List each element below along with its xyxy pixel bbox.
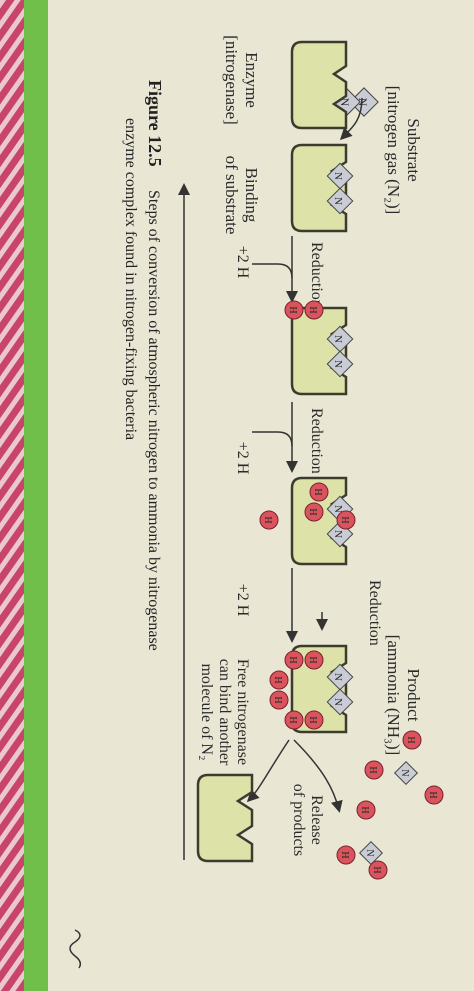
h-atom: H	[307, 656, 318, 663]
h-atom: H	[287, 656, 298, 663]
h-atom: H	[359, 806, 370, 813]
n-atom: N	[332, 505, 344, 513]
h-atom: H	[312, 488, 323, 495]
release-label-2: of products	[290, 784, 307, 856]
plus-2h-label-2: +2 H	[234, 442, 251, 475]
product-title: Product	[404, 669, 423, 722]
binding-arrow	[339, 97, 363, 141]
binding-label-2: of substrate	[222, 156, 241, 235]
n-atom: N	[332, 530, 344, 538]
cloth-background	[0, 0, 28, 991]
page	[48, 0, 474, 991]
h-atom: H	[307, 716, 318, 723]
h-atom: H	[307, 508, 318, 515]
substrate-title: Substrate	[404, 118, 423, 181]
h-atom: H	[287, 716, 298, 723]
h-atom: H	[405, 736, 416, 743]
n-atom: N	[332, 335, 344, 343]
plus-2h-arrow-2	[252, 431, 293, 447]
nh3-product-molecule: N H H H	[364, 730, 444, 805]
figure-number: Figure 12.5	[145, 80, 165, 167]
h-atom: H	[262, 516, 273, 523]
free-nitrogenase-1: Free nitrogenase	[234, 659, 251, 765]
n-atom: N	[364, 849, 375, 856]
h-atom: H	[367, 766, 378, 773]
h-atom: H	[339, 516, 350, 523]
reduction-label-1: Reduction	[308, 242, 325, 308]
enzyme-free-left	[290, 40, 348, 130]
plus-2h-label-3: +2 H	[234, 584, 251, 617]
enzyme-label-2: [nitrogenase]	[222, 35, 241, 125]
n-atom: N	[332, 698, 344, 706]
enzyme-bound: N N	[290, 143, 354, 233]
h-atom: H	[272, 696, 283, 703]
product-name: [ammonia (NH₃)]	[384, 635, 403, 756]
substrate-name: [nitrogen gas (N₂)]	[384, 86, 403, 215]
h-atom: H	[307, 306, 318, 313]
caption-line-2: enzyme complex found in nitrogen-fixing …	[122, 118, 139, 440]
nh3-product-molecule: N H H H	[336, 800, 388, 880]
rotated-figure: Substrate [nitrogen gas (N₂)] Product [a…	[122, 35, 444, 880]
n-atom: N	[332, 172, 344, 180]
pen-mark	[69, 929, 82, 969]
green-page-border	[24, 0, 50, 991]
binding-label-1: Binding	[242, 168, 261, 223]
enzyme-reduced-1: N N H H	[284, 300, 354, 396]
enzyme-reduced-2: N N H H H H	[259, 476, 356, 566]
h-atom: H	[287, 306, 298, 313]
n-atom: N	[399, 769, 410, 776]
enzyme-reduced-3: N N H H H H H H	[269, 644, 354, 734]
plus-2h-arrow-1	[252, 263, 293, 279]
n-atom: N	[332, 360, 344, 368]
n-atom: N	[338, 98, 352, 107]
reduction-label-3: Reduction	[366, 580, 383, 646]
enzyme-free-right	[196, 773, 254, 863]
release-arrow	[293, 739, 343, 813]
h-atom: H	[427, 791, 438, 798]
reduction-label-2: Reduction	[308, 408, 325, 474]
n-atom: N	[356, 98, 370, 107]
h-atom: H	[272, 676, 283, 683]
h-atom: H	[339, 851, 350, 858]
plus-2h-label-1: +2 H	[234, 246, 251, 279]
release-label-1: Release	[308, 795, 325, 845]
return-arrow	[246, 739, 290, 803]
enzyme-label-1: Enzyme	[242, 52, 261, 108]
free-nitrogenase-2: can bind another	[216, 659, 233, 766]
free-nitrogenase-3: molecule of N₂	[198, 663, 215, 760]
caption-line-1: Steps of conversion of atmospheric nitro…	[145, 190, 162, 651]
n-atom: N	[332, 673, 344, 681]
n-atom: N	[332, 197, 344, 205]
h-atom: H	[371, 866, 382, 873]
